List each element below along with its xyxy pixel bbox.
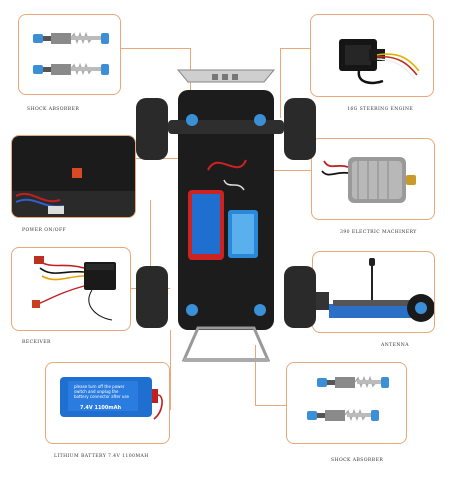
battery-sticker-line3: battery connector after use [74,394,129,399]
antenna-panel [312,251,435,333]
shock-absorbers-image [307,375,389,422]
shock-absorber-panel-top [18,14,121,95]
battery-sticker-line2: switch and unplug the [74,389,119,394]
connector-line [265,170,311,171]
connector-line [150,200,151,288]
battery-image [60,377,163,420]
label-receiver: RECEIVER [22,340,51,345]
battery-spec: 7.4V 1100mAh [80,405,122,411]
label-shock-absorber-bottom: SHOCK ABSORBER [331,458,384,463]
label-antenna: ANTENNA [381,343,409,348]
motor-panel [311,138,435,220]
label-power-on-off: POWER ON/OFF [22,228,67,233]
connector-line [255,405,287,406]
label-electric-machinery: 390 ELECTRIC MACHINERY [340,230,417,235]
antenna-image [315,258,434,322]
connector-line [280,48,281,118]
connector-line [280,48,310,49]
receiver-panel [11,247,131,331]
connector-line [120,48,190,49]
connector-line [255,345,256,405]
shock-absorber-panel-bottom [286,362,407,444]
receiver-image [32,256,116,321]
servo-image [339,39,420,85]
battery-panel: please turn off the power switch and unp… [45,362,170,444]
power-switch-image [12,136,135,217]
steering-engine-panel [310,14,434,97]
rc-car-top-view [128,60,324,370]
power-switch-panel [11,135,136,218]
label-shock-absorber-top: SHOCK ABSORBER [27,107,80,112]
shock-absorbers-image [33,31,109,76]
label-steering-engine: 16G STEERING ENGINE [347,107,414,112]
motor-image [321,157,416,203]
label-lithium-battery: LITHIUM BATTERY 7.4V 1100MAH [54,454,149,459]
connector-line [170,330,171,410]
battery-sticker-line1: please turn off the power [74,384,125,389]
